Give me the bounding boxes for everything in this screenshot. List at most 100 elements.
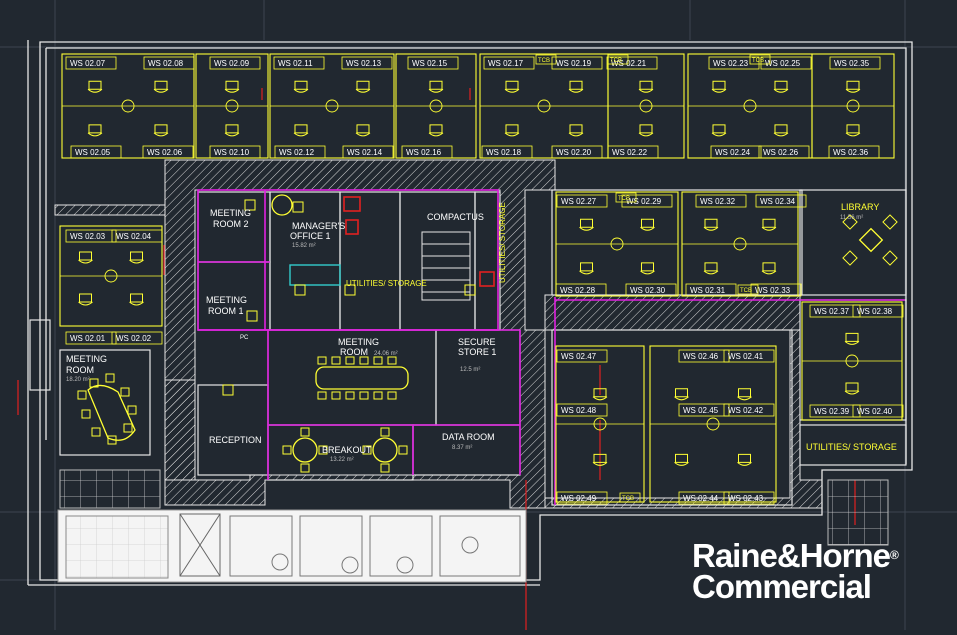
- tcb-label: TCB: [622, 496, 634, 502]
- ws-label-box: [750, 283, 802, 297]
- pedestal-icon: [845, 354, 859, 368]
- ws-label-box: [678, 403, 730, 417]
- ws-label: WS 02.42: [728, 406, 764, 415]
- ws-label-box: [556, 194, 608, 208]
- ws-label: WS 02.21: [611, 59, 647, 68]
- ws-label: WS 02.48: [561, 406, 597, 415]
- chair-icon: [579, 262, 594, 275]
- chair-icon: [882, 250, 898, 266]
- utilities-storage-label-c: UTILITIES/ STORAGE: [806, 442, 897, 452]
- chair-icon: [761, 218, 777, 231]
- ws-label: WS 02.43: [728, 494, 764, 503]
- ws-label-box: [142, 145, 194, 159]
- chair-icon: [845, 124, 861, 137]
- ws-label: WS 02.37: [814, 307, 850, 316]
- ws-label-box: [342, 145, 394, 159]
- chair-icon: [345, 391, 355, 400]
- pedestal-icon: [429, 99, 443, 113]
- ws-label: WS 02.29: [626, 197, 662, 206]
- ws-label-box: [556, 349, 608, 363]
- tcb-label: TCB: [610, 58, 622, 64]
- ws-label: WS 02.49: [561, 494, 597, 503]
- ws-label-box: [209, 145, 261, 159]
- ws-label: WS 02.28: [560, 286, 596, 295]
- chair-icon: [737, 388, 752, 401]
- ws-label-box: [70, 145, 122, 159]
- chair-icon: [504, 80, 520, 93]
- ws-label: WS 02.41: [728, 352, 764, 361]
- meeting-tables: [87, 194, 884, 463]
- ws-label: WS 02.45: [683, 406, 719, 415]
- ws-label-box: [755, 194, 807, 208]
- chair-icon: [373, 391, 383, 400]
- chair-icon: [737, 453, 752, 466]
- ws-label-box: [708, 56, 760, 70]
- amenities-block: [57, 509, 527, 583]
- ws-label: WS 02.18: [486, 148, 522, 157]
- tcb-box: [737, 284, 759, 295]
- meeting-room-1-label: MEETING: [206, 295, 247, 305]
- ws-label: WS 02.46: [683, 352, 719, 361]
- ws-label: WS 02.01: [70, 334, 106, 343]
- chair-icon: [845, 80, 861, 93]
- chair-icon: [222, 384, 234, 396]
- utilities-storage-label-b: UTILITIES/ STORAGE: [498, 202, 507, 283]
- ws-label-box: [556, 403, 608, 417]
- ws-label: WS 02.16: [406, 148, 442, 157]
- ws-label: WS 02.39: [814, 407, 850, 416]
- chair-icon: [77, 390, 87, 400]
- chair-icon: [331, 391, 341, 400]
- chair-icon: [294, 284, 306, 296]
- secure-store-area: 12.5 m²: [460, 367, 480, 373]
- chair-icon: [703, 262, 719, 275]
- ws-label: WS 02.05: [75, 148, 111, 157]
- chair-icon: [398, 445, 408, 455]
- ws-label: WS 02.26: [763, 148, 799, 157]
- meeting-room-2-label: MEETING: [210, 208, 251, 218]
- chair-icon: [359, 391, 369, 400]
- meeting-room-main-area: 24.06 m²: [374, 351, 398, 357]
- ws-label-box: [143, 56, 195, 70]
- chair-icon: [120, 387, 130, 397]
- tcb-label: TCB: [618, 196, 630, 202]
- ws-label: WS 02.30: [630, 286, 666, 295]
- ws-label: WS 02.31: [690, 286, 726, 295]
- compactus-label: COMPACTUS: [427, 212, 484, 222]
- chair-icon: [355, 124, 371, 137]
- ws-label: WS 02.44: [683, 494, 719, 503]
- ws-label: WS 02.27: [561, 197, 597, 206]
- ws-label: WS 02.47: [561, 352, 597, 361]
- chair-icon: [224, 80, 240, 93]
- chair-icon: [428, 124, 444, 137]
- chair-icon: [359, 356, 369, 365]
- chair-icon: [387, 356, 397, 365]
- ws-label-box: [606, 56, 658, 70]
- managers-office-label: MANAGER'S: [292, 221, 345, 231]
- meeting-room-main-label-line2: ROOM: [340, 347, 368, 357]
- meeting-room-2-label-line2: ROOM 2: [213, 219, 249, 229]
- meeting-room-left-label: MEETING: [66, 354, 107, 364]
- tcb-label: TCB: [538, 58, 550, 64]
- tcb-box: [615, 192, 637, 203]
- chair-icon: [568, 124, 584, 137]
- chair-icon: [640, 262, 655, 275]
- chair-icon: [282, 445, 292, 455]
- chair-icon: [842, 250, 858, 266]
- chair-icon: [842, 214, 858, 230]
- chair-icon: [638, 80, 654, 93]
- pedestal-icon: [593, 417, 607, 431]
- brand-logo: Raine&Horne® Commercial: [692, 537, 899, 603]
- data-room-area: 8.37 m²: [452, 445, 472, 451]
- ws-label: WS 02.19: [556, 59, 592, 68]
- chair-icon: [773, 80, 789, 93]
- brand-line-1: Raine&Horne®: [692, 537, 899, 574]
- ws-label: WS 02.35: [834, 59, 870, 68]
- chair-icon: [244, 199, 256, 211]
- ws-label: WS 02.24: [715, 148, 751, 157]
- ws-label: WS 02.22: [612, 148, 648, 157]
- ws-label: WS 02.15: [412, 59, 448, 68]
- chair-icon: [380, 463, 390, 473]
- chair-icon: [504, 124, 520, 137]
- ws-label-box: [556, 491, 608, 505]
- room-labels: MEETING ROOM 2 MANAGER'S OFFICE 1 15.82 …: [66, 202, 897, 463]
